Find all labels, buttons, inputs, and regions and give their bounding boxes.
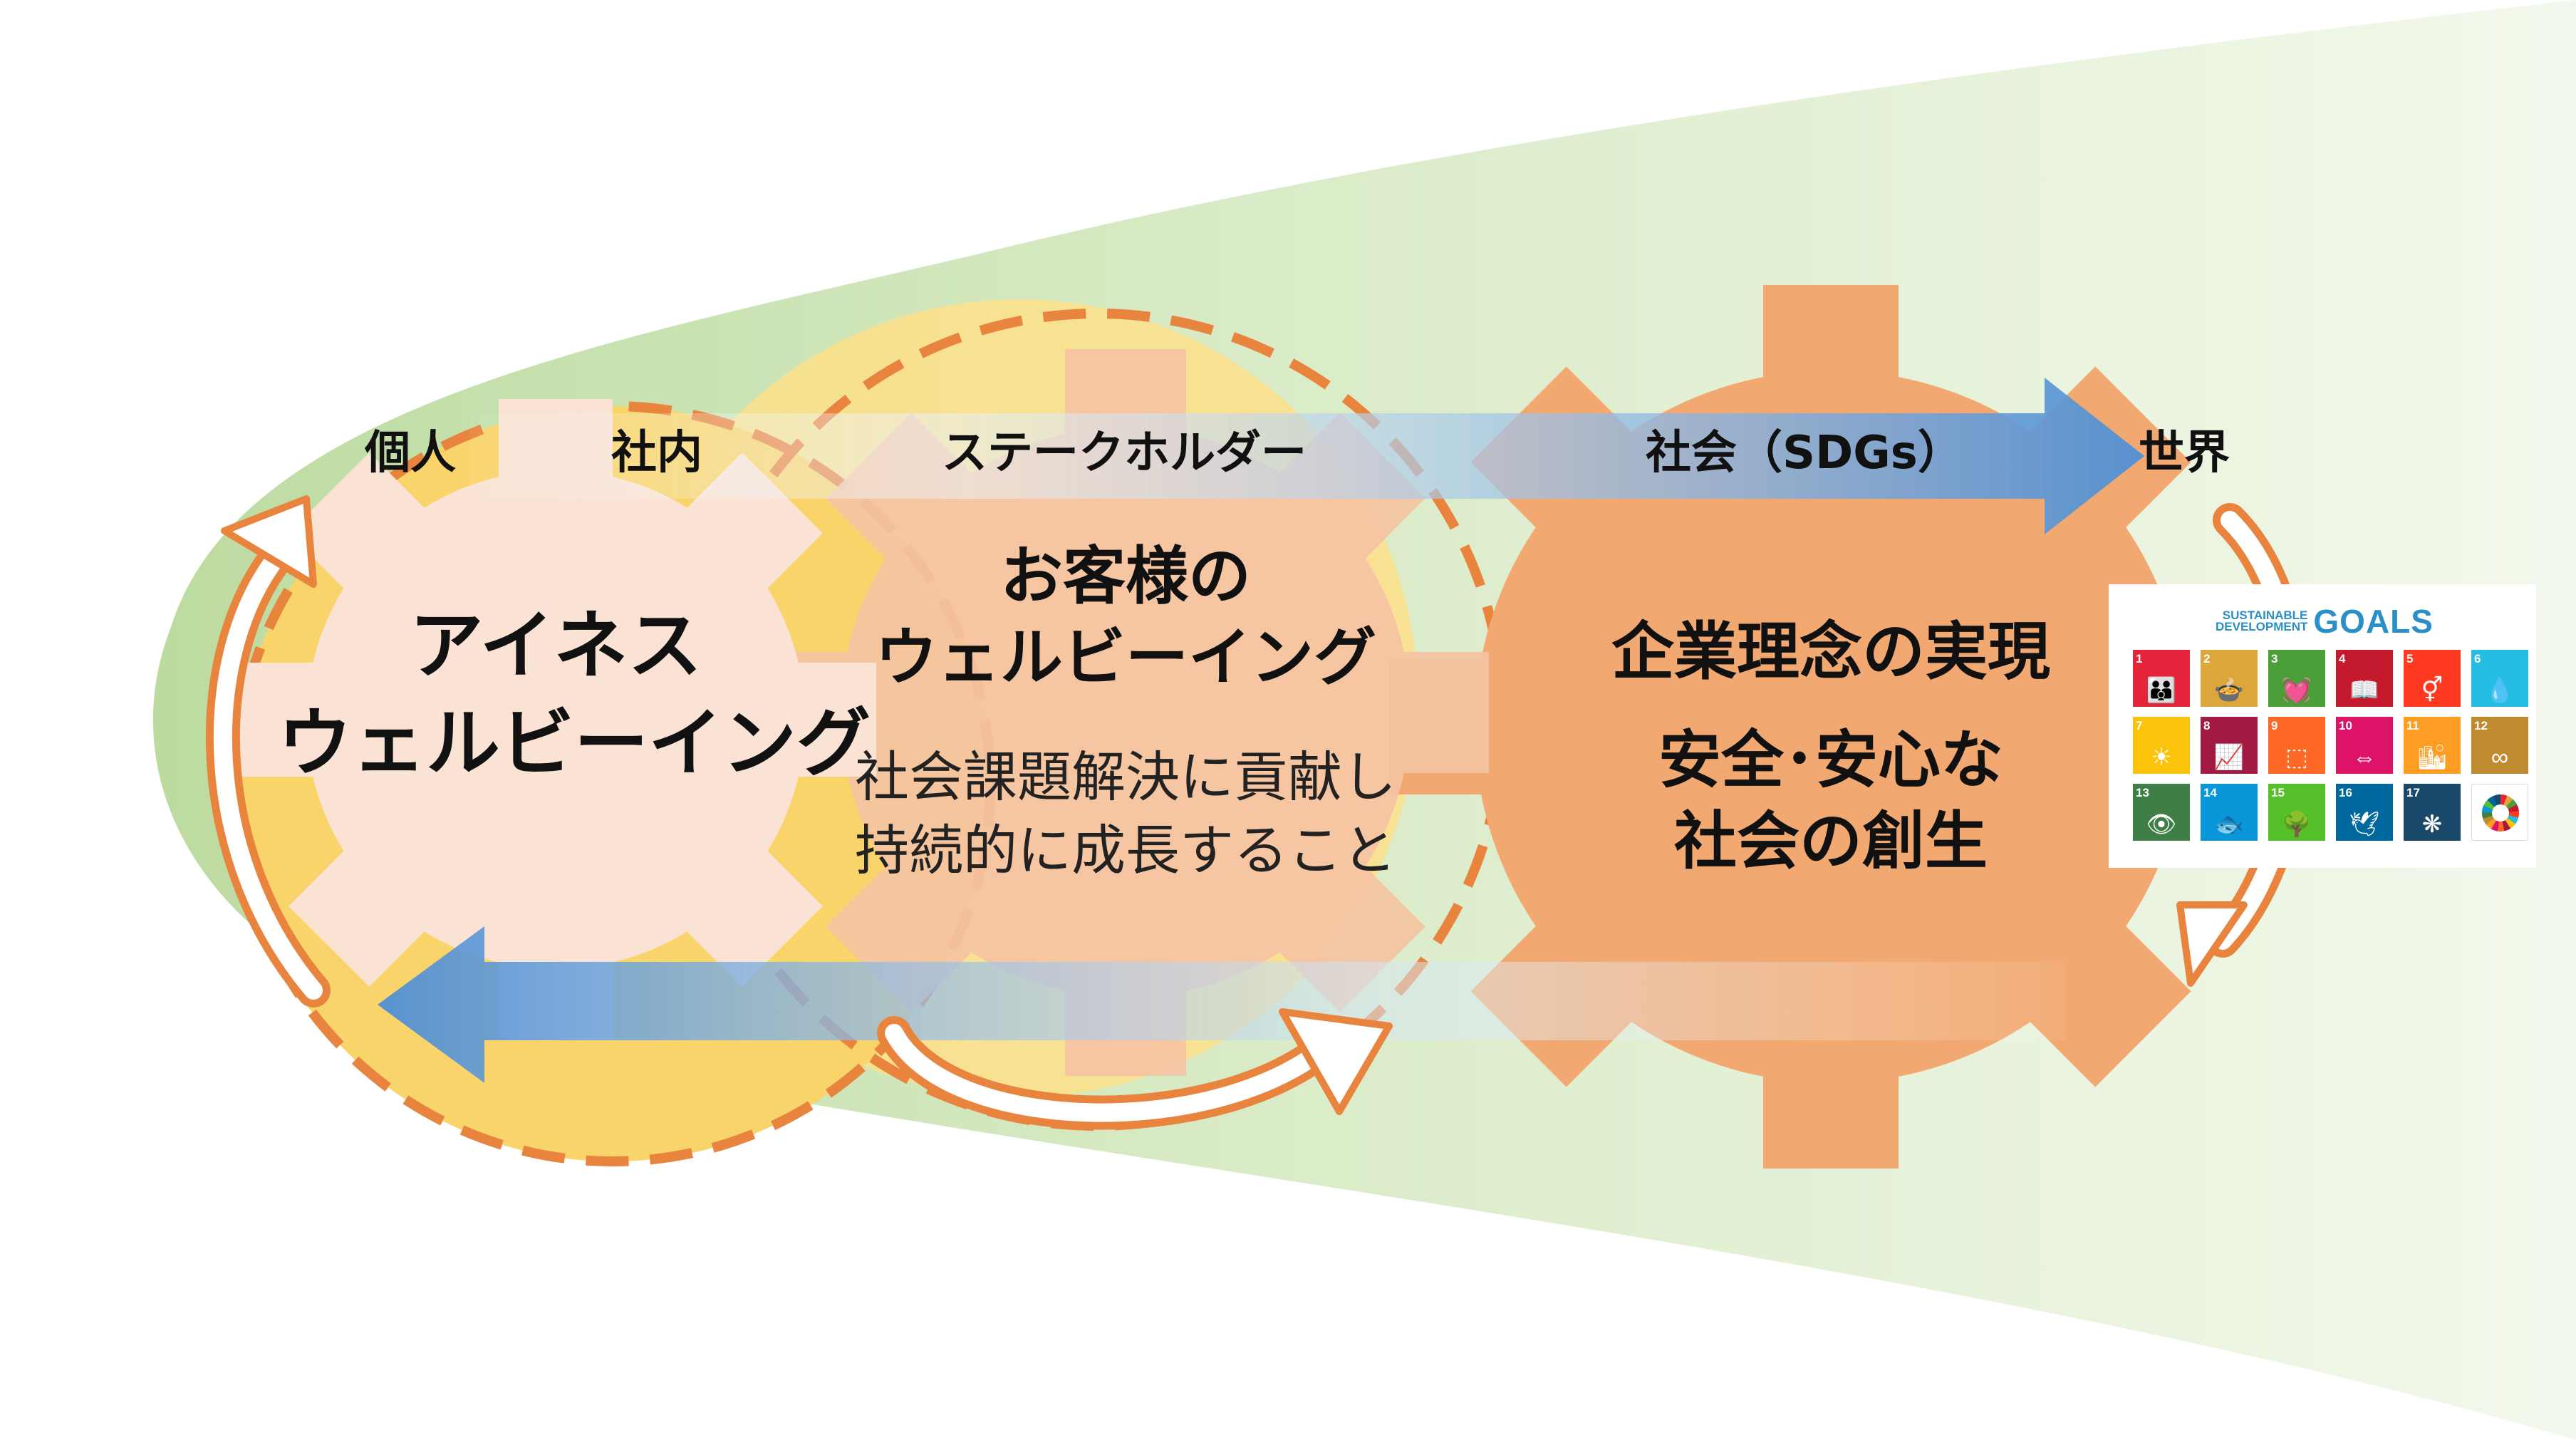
sdgs-panel: SUSTAINABLE DEVELOPMENT GOALS 1👪2🍲3💓4📖5⚥… bbox=[2109, 584, 2536, 868]
tree-icon: 🌳 bbox=[2281, 811, 2312, 838]
family-icon: 👪 bbox=[2146, 677, 2177, 704]
city-icon: 🏙 bbox=[2416, 744, 2448, 771]
sdg-goal-number: 7 bbox=[2136, 719, 2143, 732]
sdg-goal-7: 7☀ bbox=[2133, 717, 2190, 774]
gender-icon: ⚥ bbox=[2421, 677, 2443, 704]
sdg-goal-number: 14 bbox=[2203, 786, 2217, 799]
heartbeat-icon: 💓 bbox=[2281, 677, 2312, 704]
sdg-goal-5: 5⚥ bbox=[2404, 650, 2461, 707]
sdg-goal-number: 1 bbox=[2136, 652, 2143, 665]
gear-left-line2: ウェルビーイング bbox=[278, 700, 871, 787]
sdg-goal-number: 17 bbox=[2406, 786, 2420, 799]
cycle-arrow-left bbox=[205, 495, 331, 1008]
book-icon: 📖 bbox=[2349, 677, 2380, 704]
eye-globe-icon: 👁 bbox=[2146, 811, 2177, 838]
sdg-wheel-hole bbox=[2492, 804, 2509, 822]
sdg-goal-17: 17❋ bbox=[2404, 784, 2461, 841]
gear-right-line2: 安全･安心な bbox=[1658, 723, 2003, 797]
infinity-icon: ∞ bbox=[2491, 744, 2509, 771]
gear-middle-title: お客様の ウェルビーイング bbox=[841, 536, 1411, 699]
sdg-goal-11: 11 🏙 bbox=[2404, 717, 2461, 774]
sdg-goal-number: 3 bbox=[2271, 652, 2278, 665]
sdg-goal-number: 10 bbox=[2339, 719, 2352, 732]
sdg-goal-number: 16 bbox=[2339, 786, 2352, 799]
gear-middle-title-line1: お客様の bbox=[999, 539, 1251, 613]
sdg-goal-number: 9 bbox=[2271, 719, 2278, 732]
sdg-goal-16: 16 🕊 bbox=[2336, 784, 2393, 841]
sdg-goal-3: 3💓 bbox=[2268, 650, 2325, 707]
sdg-goal-15: 15 🌳 bbox=[2268, 784, 2325, 841]
gear-right-subtitle: 安全･安心な 社会の創生 bbox=[1553, 720, 2109, 883]
sdg-goal-13: 13 👁 bbox=[2133, 784, 2190, 841]
bowl-icon: 🍲 bbox=[2213, 677, 2245, 704]
water-drop-icon: 💧 bbox=[2484, 677, 2515, 704]
dove-icon: 🕊 bbox=[2349, 811, 2380, 838]
cubes-icon: ⬚ bbox=[2285, 744, 2309, 771]
sdg-goal-2: 2🍲 bbox=[2201, 650, 2258, 707]
gear-left-line1: アイネス bbox=[409, 602, 702, 689]
gear-middle-desc-line2: 持続的に成長すること bbox=[855, 818, 1396, 882]
label-internal: 社内 bbox=[611, 427, 702, 480]
sdg-goal-8: 8📈 bbox=[2201, 717, 2258, 774]
sdg-goal-number: 13 bbox=[2136, 786, 2149, 799]
label-world: 世界 bbox=[2139, 427, 2230, 480]
sdgs-goal-grid: 1👪2🍲3💓4📖5⚥6💧7☀8📈9⬚10⇔11🏙12∞13👁14🐟15🌳16🕊1… bbox=[2133, 650, 2528, 841]
sdg-goal-4: 4📖 bbox=[2336, 650, 2393, 707]
gear-right-line1: 企業理念の実現 bbox=[1611, 615, 2050, 688]
gear-right-line3: 社会の創生 bbox=[1673, 804, 1988, 879]
sdg-goal-9: 9⬚ bbox=[2268, 717, 2325, 774]
sdg-goal-14: 14 🐟 bbox=[2201, 784, 2258, 841]
gear-middle-desc-line1: 社会課題解決に貢献し bbox=[855, 745, 1396, 809]
gear-left-text: アイネス ウェルビーイング bbox=[278, 597, 871, 793]
sdg-color-wheel-icon bbox=[2471, 784, 2528, 841]
sun-icon: ☀ bbox=[2150, 744, 2173, 771]
cycle-arrow-middle bbox=[877, 1008, 1393, 1130]
sdg-goal-number: 11 bbox=[2406, 719, 2419, 732]
sdg-goal-10: 10⇔ bbox=[2336, 717, 2393, 774]
label-stakeholders: ステークホルダー bbox=[942, 427, 1307, 480]
sdg-goal-number: 12 bbox=[2474, 719, 2488, 732]
label-society-sdgs: 社会（SDGs） bbox=[1646, 427, 1963, 480]
label-individual: 個人 bbox=[365, 427, 456, 480]
sdgs-header-small: SUSTAINABLE DEVELOPMENT bbox=[2216, 608, 2308, 633]
sdg-goal-number: 4 bbox=[2339, 652, 2346, 665]
gear-right-title: 企業理念の実現 bbox=[1553, 611, 2109, 693]
partnership-icon: ❋ bbox=[2421, 811, 2443, 838]
sdg-goal-1: 1👪 bbox=[2133, 650, 2190, 707]
sdgs-header-goals: GOALS bbox=[2313, 603, 2434, 640]
sdg-goal-number: 6 bbox=[2474, 652, 2481, 665]
sdg-goal-number: 2 bbox=[2203, 652, 2211, 665]
sdg-goal-number: 8 bbox=[2203, 719, 2211, 732]
arrow-inward bbox=[378, 926, 2066, 1083]
sdg-goal-6: 6💧 bbox=[2471, 650, 2528, 707]
equality-icon: ⇔ bbox=[2352, 744, 2377, 771]
sdgs-header: SUSTAINABLE DEVELOPMENT GOALS bbox=[2216, 603, 2434, 640]
gear-middle-title-line2: ウェルビーイング bbox=[874, 621, 1376, 695]
gear-middle-description: 社会課題解決に貢献し 持続的に成長すること bbox=[812, 741, 1439, 887]
sdg-goal-number: 5 bbox=[2406, 652, 2414, 665]
growth-chart-icon: 📈 bbox=[2213, 744, 2245, 771]
fish-icon: 🐟 bbox=[2213, 811, 2245, 838]
sdg-goal-12: 12∞ bbox=[2471, 717, 2528, 774]
arrow-outward bbox=[470, 378, 2144, 534]
sdg-goal-number: 15 bbox=[2271, 786, 2285, 799]
